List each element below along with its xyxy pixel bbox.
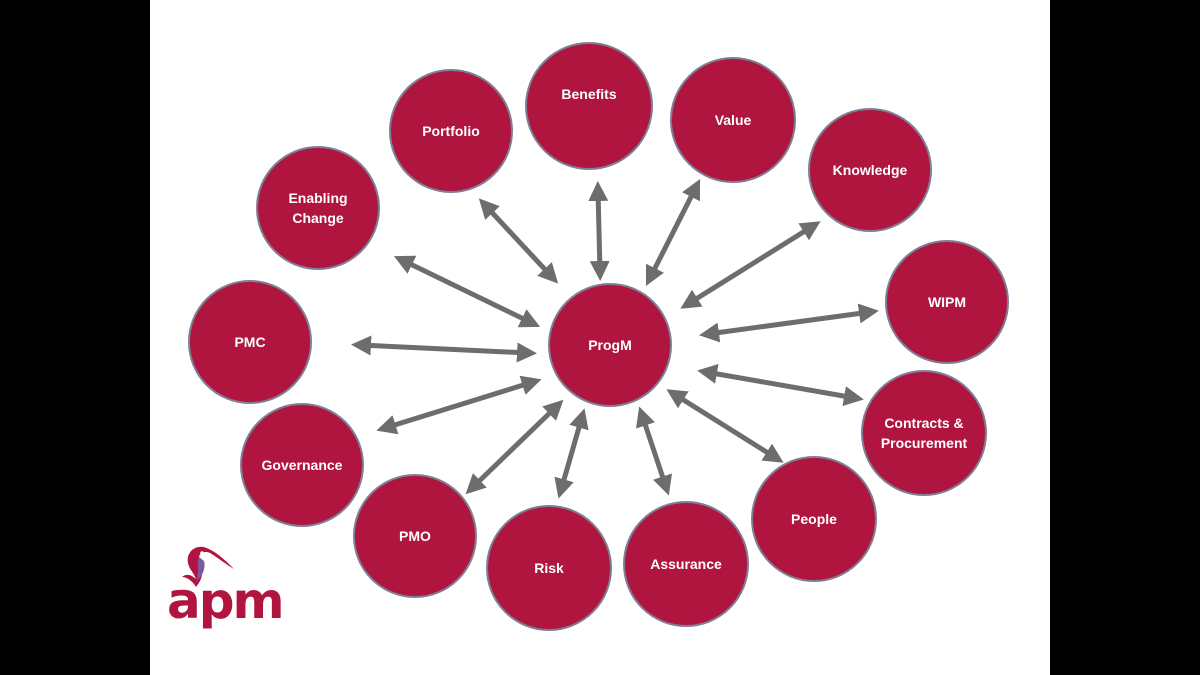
node-label: People — [791, 510, 837, 527]
arrow-governance — [376, 375, 542, 435]
node-knowledge: Knowledge — [808, 108, 932, 232]
node-label: PMO — [399, 527, 431, 544]
node-governance: Governance — [240, 403, 364, 527]
node-label: Enabling Change — [288, 189, 348, 226]
node-label: Value — [714, 111, 752, 128]
node-progm: ProgM — [548, 283, 672, 407]
arrow-contracts-procurement — [697, 364, 864, 406]
node-pmo: PMO — [353, 474, 477, 598]
node-label: Benefits — [561, 85, 617, 102]
slide: ProgM Portfolio Benefits Value Knowledge… — [150, 0, 1050, 675]
node-label: Risk — [534, 559, 564, 576]
arrow-pmc — [351, 335, 537, 363]
arrow-risk — [554, 408, 589, 499]
arrow-layer — [351, 178, 879, 499]
node-people: People — [751, 456, 877, 582]
arrow-portfolio — [478, 198, 559, 284]
node-assurance: Assurance — [623, 501, 749, 627]
node-label: PMC — [234, 333, 266, 350]
node-label: Governance — [261, 456, 343, 473]
node-risk: Risk — [486, 505, 612, 631]
node-label: Knowledge — [832, 161, 908, 178]
arrow-benefits — [588, 181, 610, 281]
apm-logo-text: apm — [167, 572, 285, 630]
apm-bird-logo-icon — [182, 546, 234, 587]
arrow-enabling-change — [393, 255, 541, 328]
node-benefits: Benefits — [525, 42, 653, 170]
node-value: Value — [670, 57, 796, 183]
node-enabling-change: Enabling Change — [256, 146, 380, 270]
node-label: ProgM — [588, 336, 632, 353]
node-pmc: PMC — [188, 280, 312, 404]
node-label: Assurance — [650, 555, 722, 572]
arrow-people — [666, 389, 784, 463]
logo-wordmark: apm — [167, 572, 285, 630]
arrow-pmo — [465, 399, 564, 495]
node-label: Portfolio — [422, 122, 480, 139]
arrow-wipm — [699, 303, 879, 343]
arrow-knowledge — [680, 221, 821, 309]
node-label: WIPM — [927, 293, 967, 310]
node-wipm: WIPM — [885, 240, 1009, 364]
node-label: Contracts & Procurement — [880, 414, 968, 451]
node-contracts-procurement: Contracts & Procurement — [861, 370, 987, 496]
arrow-value — [645, 178, 701, 287]
node-portfolio: Portfolio — [389, 69, 513, 193]
arrow-assurance — [635, 406, 673, 496]
